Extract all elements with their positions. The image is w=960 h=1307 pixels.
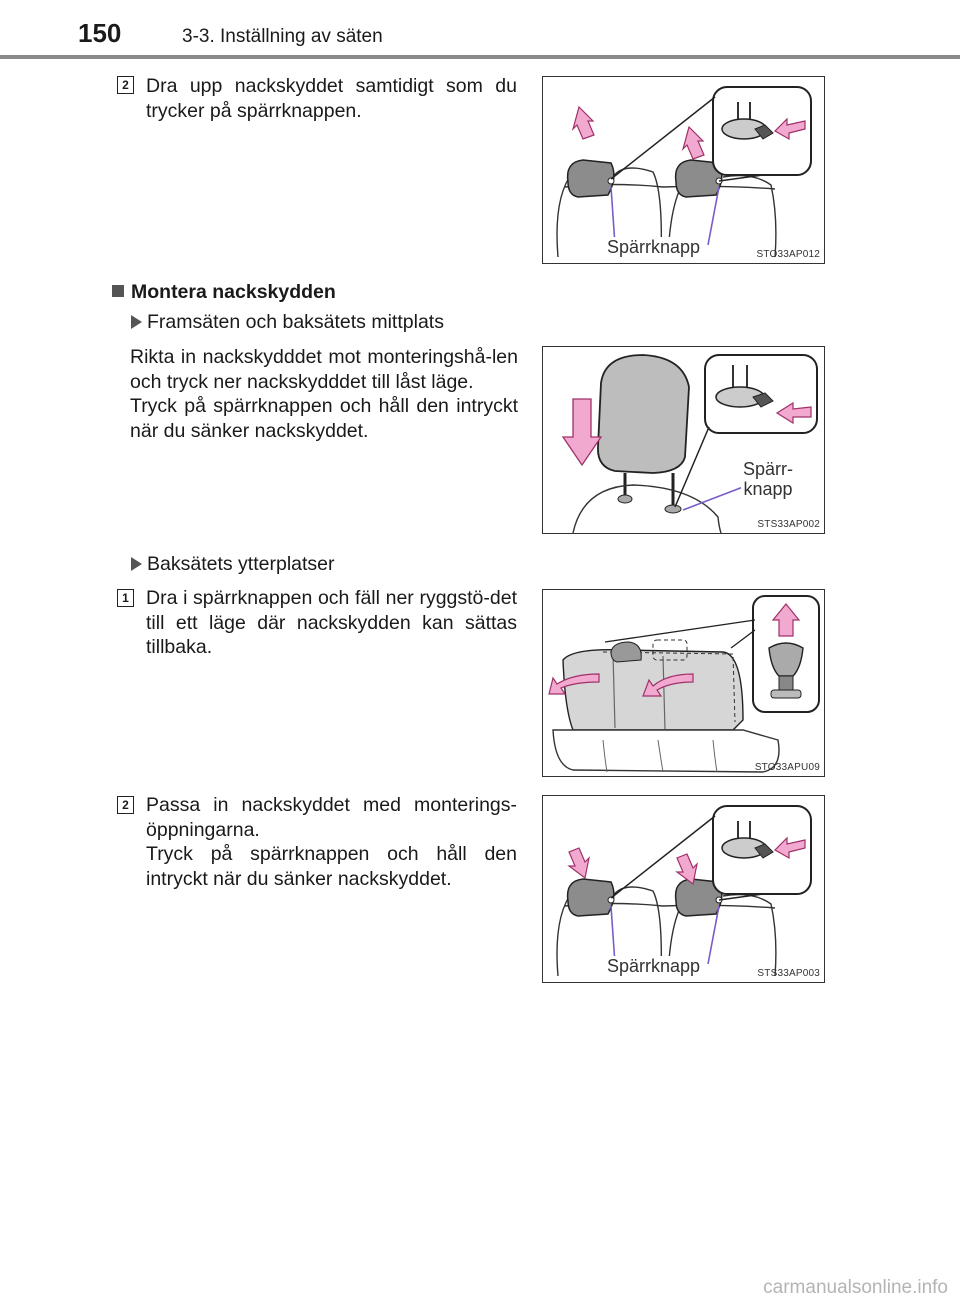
instruction-text: Rikta in nackskydddet mot monteringshå-l… — [130, 346, 518, 442]
step-badge: 2 — [117, 76, 134, 94]
figure-code: STO33AP012 — [756, 249, 820, 260]
step-badge: 2 — [117, 796, 134, 814]
headrest-illustration — [556, 805, 812, 977]
section-heading: Montera nackskydden — [112, 281, 336, 304]
triangle-bullet-icon — [131, 557, 142, 571]
section-title: 3-3. Inställning av säten — [182, 26, 383, 47]
instruction-text: Passa in nackskyddet med monterings-öppn… — [146, 794, 517, 890]
figure-code: STS33AP002 — [757, 519, 820, 530]
figure-fold-backrest: STO33APU09 — [542, 589, 825, 777]
header-divider — [0, 55, 960, 59]
headrest-illustration — [561, 354, 818, 533]
subheading: Baksätets ytterplatser — [131, 553, 335, 576]
watermark: carmanualsonline.info — [763, 1277, 948, 1298]
instruction-text: Dra i spärrknappen och fäll ner ryggstö-… — [146, 587, 517, 658]
figure-code: STO33APU09 — [754, 762, 820, 773]
figure-code: STS33AP003 — [757, 968, 820, 979]
rear-seat-illustration — [548, 595, 820, 773]
page-number: 150 — [78, 18, 122, 48]
figure-label: Spärr- knapp — [741, 459, 796, 499]
figure-lower-headrests: Spärrknapp STS33AP003 — [542, 795, 825, 983]
figure-raise-headrests: Spärrknapp STO33AP012 — [542, 76, 825, 264]
subheading: Framsäten och baksätets mittplats — [131, 311, 444, 334]
figure-label: Spärrknapp — [605, 237, 703, 258]
instruction-text: Dra upp nackskyddet samtidigt som du try… — [146, 75, 517, 122]
figure-label: Spärrknapp — [605, 956, 703, 977]
step-badge: 1 — [117, 589, 134, 607]
figure-front-headrest: Spärr- knapp STS33AP002 — [542, 346, 825, 534]
square-bullet-icon — [112, 285, 124, 297]
triangle-bullet-icon — [131, 315, 142, 329]
headrest-illustration — [556, 86, 812, 258]
